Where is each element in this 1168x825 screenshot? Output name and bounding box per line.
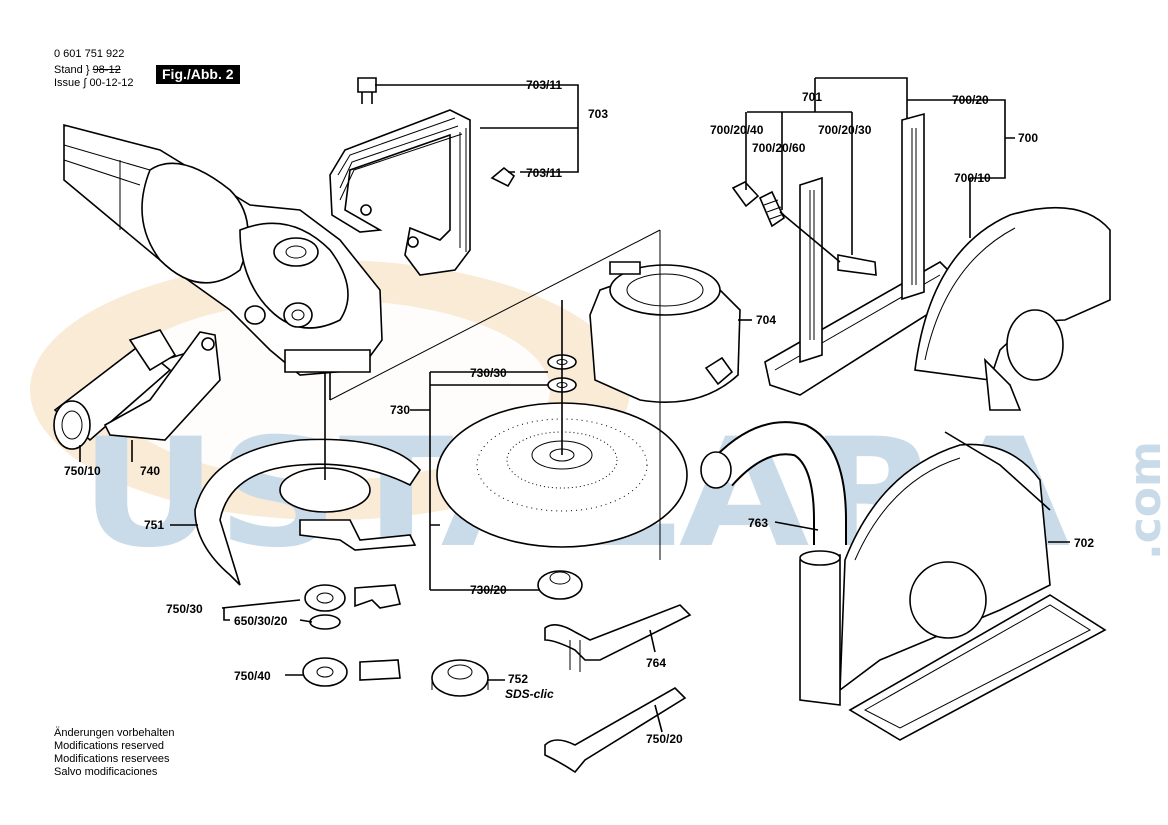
brace-icon: } [85,64,90,76]
part-number: 0 601 751 922 [54,48,125,60]
spanner-750-20 [544,687,687,774]
modification-notes: Änderungen vorbehalten Modifications res… [54,727,174,779]
callout-730-20: 730/20 [470,583,507,597]
callout-700-20-60: 700/20/60 [752,141,806,155]
stand-line: Stand } 98-12 [54,64,121,77]
callout-730: 730 [390,403,410,417]
flanges-and-nuts [302,584,489,697]
callout-702: 702 [1074,536,1094,550]
wheel-guard-700-10 [914,206,1111,411]
guide-frame-700 [731,112,951,396]
issue-line: Issue ∫ 00-12-12 [54,77,133,90]
callout-752: 752 [508,672,528,686]
suction-hose-763 [700,421,847,545]
callout-700-10: 700/10 [954,171,991,185]
callout-750-10: 750/10 [64,464,101,478]
dust-hood-704 [589,261,741,403]
callout-700-20-40: 700/20/40 [710,123,764,137]
callout-700-20-30: 700/20/30 [818,123,872,137]
callout-763: 763 [748,516,768,530]
figure-badge: Fig./Abb. 2 [156,65,240,84]
callout-751: 751 [144,518,164,532]
clamp-bracket-703 [329,77,516,276]
callout-750-20: 750/20 [646,732,683,746]
callout-703-11-bottom: 703/11 [526,166,562,180]
callout-750-30: 750/30 [166,602,203,616]
callout-700: 700 [1018,131,1038,145]
cutting-guard-702 [799,431,1107,741]
note-en: Modifications reserved [54,740,165,752]
stand-value: 98-12 [92,64,121,76]
callout-703-11-top: 703/11 [526,78,562,92]
note-fr: Modifications reservees [54,753,170,765]
issue-label: Issue [54,77,81,89]
watermark-suffix: .com [1120,441,1168,560]
spanner-764 [544,604,692,672]
callout-764: 764 [646,656,666,670]
callout-730-30: 730/30 [470,366,507,380]
auxiliary-handle-750-10 [53,329,221,450]
integral-brace-icon: ∫ [83,77,87,89]
callout-703: 703 [588,107,608,121]
callout-752-sub: SDS-clic [505,687,554,701]
callout-700-20: 700/20 [952,93,989,107]
abrasive-disc-730 [436,300,688,600]
note-de: Änderungen vorbehalten [54,727,175,739]
angle-grinder-drawing [63,123,383,400]
callout-701: 701 [802,90,822,104]
stand-label: Stand [54,64,83,76]
callout-750-40: 750/40 [234,669,271,683]
note-es: Salvo modificaciones [54,766,158,778]
callout-650-30-20: 650/30/20 [234,614,288,628]
guard-751 [194,400,422,586]
callout-labels: 703/11 703 703/11 701 700/20 700/20/40 7… [64,78,1094,746]
issue-value: 00-12-12 [89,77,134,89]
callout-740: 740 [140,464,160,478]
callout-704: 704 [756,313,776,327]
leader-lines [79,77,1070,733]
